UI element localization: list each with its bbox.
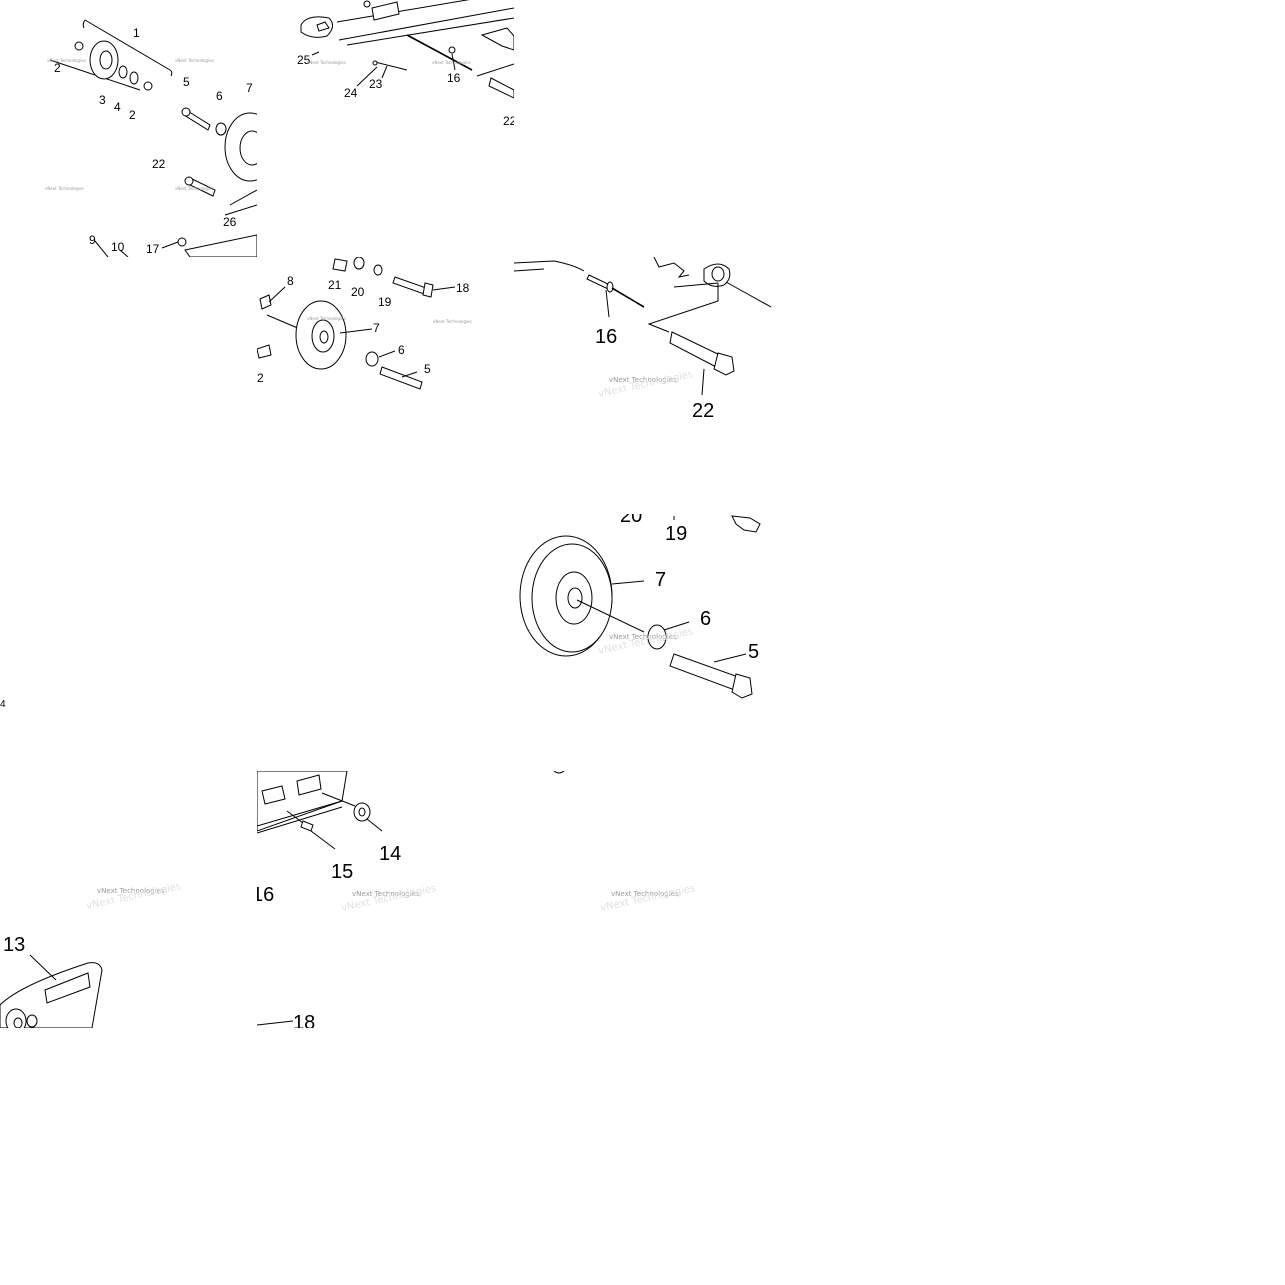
watermark: vNext Technologies	[47, 58, 86, 63]
diagram-tile-rail-front: 25 24 23 16 22 vNext Technologies vNext …	[257, 0, 514, 257]
watermark: vNext Technologies	[611, 890, 679, 898]
callout-6: 6	[700, 608, 711, 630]
callout-17: 17	[146, 242, 160, 256]
callout-21: 21	[328, 278, 342, 292]
callout-5: 5	[183, 75, 190, 89]
callout-2b: 2	[129, 108, 136, 122]
callout-22: 22	[152, 157, 166, 171]
callout-20: 20	[351, 285, 365, 299]
callout-15: 15	[331, 861, 353, 883]
watermark: vNext Technologies	[97, 887, 165, 895]
callout-7: 7	[246, 81, 253, 95]
callout-16: 16	[257, 884, 274, 906]
callout-7: 7	[655, 569, 666, 591]
watermark: vNext Technologies	[45, 186, 84, 191]
watermark: vNext Technologies	[85, 881, 182, 912]
callout-1: 1	[133, 26, 140, 40]
callout-7: 7	[373, 321, 380, 335]
diagram-tile-rollers: 1 2 3 4 2 5 6 7 22 26 9 10 17 vNext Tech…	[0, 0, 257, 257]
callout-19: 19	[378, 295, 392, 309]
callout-23: 23	[369, 77, 383, 91]
diagram-tile-bracket: 13	[0, 925, 257, 1028]
callout-24: 24	[344, 86, 358, 100]
callout-18: 18	[293, 1012, 315, 1028]
watermark: vNext Technologies	[340, 883, 437, 914]
watermark: vNext Technologies	[597, 626, 694, 657]
callout-18: 18	[456, 281, 470, 295]
callout-22: 22	[692, 400, 714, 422]
callout-16: 16	[595, 326, 617, 348]
callout-19: 19	[665, 523, 687, 545]
callout-5: 5	[748, 641, 759, 663]
diagram-tile-watermark-right: vNext Technologies vNext Technologies	[514, 771, 771, 1028]
callout-20: 20	[620, 514, 642, 527]
callout-14: 14	[379, 843, 401, 865]
diagram-tile-nut-screw: 14 15 16 vNext Technologies vNext Techno…	[257, 771, 514, 1028]
callout-4: 4	[114, 100, 121, 114]
callout-9: 9	[89, 233, 96, 247]
watermark: vNext Technologies	[609, 376, 677, 384]
callout-25: 25	[297, 53, 311, 67]
watermark: vNext Technologies	[307, 316, 346, 321]
watermark: vNext Technologies	[307, 60, 346, 65]
callout-3: 3	[99, 93, 106, 107]
callout-13: 13	[3, 934, 25, 956]
callout-6: 6	[216, 89, 223, 103]
watermark: vNext Technologies	[597, 369, 694, 400]
watermark: vNext Technologies	[175, 186, 214, 191]
watermark: vNext Technologies	[432, 60, 471, 65]
watermark: vNext Technologies	[175, 58, 214, 63]
diagram-tile-roller-mid: 8 21 20 19 18 7 6 5 2 vNext Technologies…	[257, 257, 514, 514]
callout-10: 10	[111, 240, 125, 254]
diagram-tile-callout-18: 18	[257, 1000, 514, 1028]
callout-22: 22	[503, 114, 514, 128]
callout-6: 6	[398, 343, 405, 357]
stray-callout-4: 4	[0, 699, 6, 710]
diagram-tile-roller-closeup: 20 19 7 6 5 vNext Technologies vNext Tec…	[514, 514, 771, 771]
diagram-tile-pin-bolt: 16 22 vNext Technologies vNext Technolog…	[514, 257, 771, 514]
callout-26: 26	[223, 215, 237, 229]
callout-16: 16	[447, 71, 461, 85]
callout-8: 8	[287, 274, 294, 288]
callout-2: 2	[54, 61, 61, 75]
callout-5: 5	[424, 362, 431, 376]
watermark: vNext Technologies	[352, 890, 420, 898]
watermark: vNext Technologies	[609, 633, 677, 641]
callout-2: 2	[257, 371, 264, 385]
watermark: vNext Technologies	[599, 883, 696, 914]
watermark: vNext Technologies	[433, 319, 472, 324]
